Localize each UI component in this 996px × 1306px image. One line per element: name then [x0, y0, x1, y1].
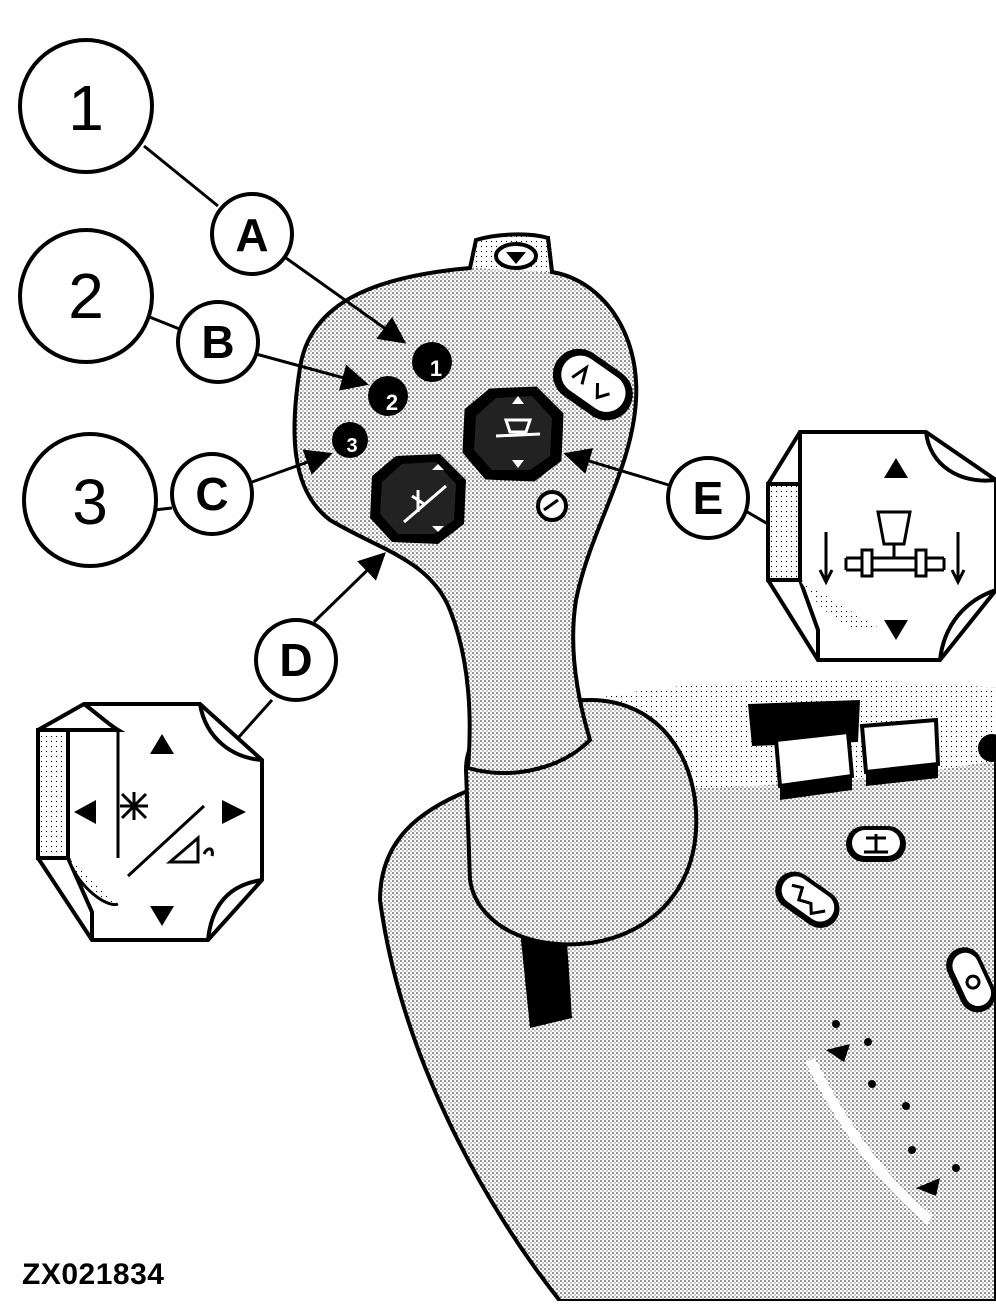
callout-d-label: D — [279, 634, 312, 686]
handle-button-3-label: 3 — [346, 435, 357, 457]
console-switch-block — [748, 700, 996, 800]
callout-c-label: C — [195, 468, 228, 520]
detail-hitch-button — [766, 430, 996, 662]
number-circle-3: 3 — [22, 432, 158, 568]
handle-hitch-button — [462, 386, 564, 482]
console-dial — [805, 1020, 960, 1224]
joystick-top-tab — [468, 232, 554, 273]
handle-button-2-label: 2 — [386, 390, 398, 415]
callout-a-label: A — [235, 209, 268, 261]
console-button-1 — [846, 826, 906, 862]
number-3-label: 3 — [72, 466, 108, 538]
number-circle-1: 1 — [18, 38, 154, 174]
callout-b: B — [176, 300, 260, 384]
handle-button-3: 3 — [332, 422, 368, 458]
callout-c: C — [170, 452, 254, 536]
number-circle-2: 2 — [18, 228, 154, 364]
number-2-label: 2 — [68, 260, 104, 332]
joystick-shaft — [520, 926, 572, 1028]
callout-a: A — [210, 192, 294, 276]
detail-direction-button — [36, 702, 264, 942]
number-1-label: 1 — [68, 72, 104, 144]
figure-id: ZX021834 — [22, 1258, 165, 1291]
console-button-3 — [946, 947, 996, 1013]
callout-e: E — [666, 456, 750, 540]
callout-b-label: B — [201, 316, 234, 368]
handle-button-1-label: 1 — [430, 356, 442, 381]
handle-small-knob — [536, 490, 568, 522]
handle-button-1: 1 — [412, 342, 452, 382]
callout-e-label: E — [693, 472, 724, 524]
console-button-2 — [775, 871, 840, 928]
callout-d: D — [254, 618, 338, 702]
handle-button-2: 2 — [368, 376, 408, 416]
joystick-handle — [292, 235, 639, 775]
handle-direction-button — [370, 454, 466, 544]
handle-rocker-button — [552, 348, 633, 421]
